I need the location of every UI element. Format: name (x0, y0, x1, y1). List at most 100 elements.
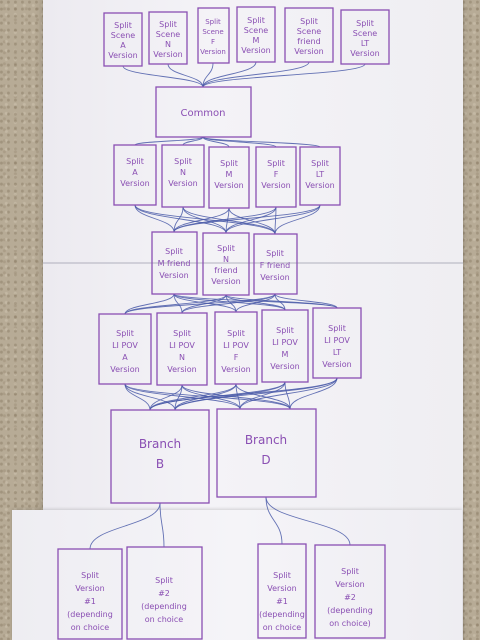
node-box (284, 7, 334, 63)
node-label-line: Version (267, 584, 296, 593)
node-box (312, 307, 362, 379)
node-box (257, 543, 307, 639)
connector-line (134, 204, 227, 234)
connector-line (265, 496, 351, 546)
connector-line (124, 383, 176, 411)
node-label-line: Version (75, 584, 104, 593)
node-label-line: Split (116, 329, 134, 338)
connector-line (202, 61, 257, 88)
node-label-line: on choice (71, 623, 109, 632)
node-label-line: #2 (344, 593, 356, 602)
node-box (113, 144, 157, 206)
node-label-line: F (211, 38, 215, 46)
node-label-line: Version (168, 179, 197, 188)
connector-line (122, 65, 204, 88)
node-label-line: Split (273, 571, 291, 580)
node-label-line: M (253, 36, 260, 45)
node-label-line: Split (341, 567, 359, 576)
connector-line (173, 204, 321, 233)
node-label-line: #2 (158, 589, 170, 598)
node-label-line: Split (220, 159, 238, 168)
node-label-line: Split (276, 326, 294, 335)
node-box (151, 231, 198, 295)
node-box (253, 233, 298, 295)
node-label-line: (depending (67, 610, 113, 619)
node-label-line: LI POV (169, 341, 195, 350)
node-label-line: D (261, 453, 270, 467)
node-label-line: Split (165, 247, 183, 256)
node-box (214, 311, 258, 385)
node-label-line: Scene (244, 26, 268, 35)
node-box (236, 6, 276, 63)
connector-line (235, 383, 241, 410)
node-label-line: #1 (84, 597, 96, 606)
connector-line (89, 502, 161, 550)
connector-line (274, 293, 286, 311)
node-label-line: N (165, 40, 171, 49)
node-box (155, 86, 252, 138)
node-box (255, 146, 297, 208)
connector-line (265, 496, 283, 545)
node-box (314, 544, 386, 639)
node-label-line: (depending (259, 610, 305, 619)
connector-line (225, 294, 338, 309)
node-box (202, 232, 250, 296)
connector-line (284, 381, 291, 410)
node-label-line: LT (316, 170, 324, 179)
node-label-line: Split (227, 329, 245, 338)
paper-fold-line (43, 262, 463, 264)
node-label-line: Version (200, 48, 226, 56)
node-box (57, 548, 123, 640)
node-box (299, 146, 341, 206)
connector-line (174, 377, 338, 411)
node-label-line: Version (335, 580, 364, 589)
node-label: Common (180, 108, 225, 119)
node-label-line: Scene (156, 30, 180, 39)
node-label-line: LT (361, 39, 369, 48)
node-label-line: Scene (111, 31, 135, 40)
node-label-line: Split (300, 17, 318, 26)
node-label-line: A (122, 353, 128, 362)
node-label-line: Scene (297, 27, 321, 36)
node-label-line: friend (214, 266, 237, 275)
connector-line (202, 63, 366, 88)
connector-line (173, 293, 183, 314)
node-label-line: Version (322, 360, 351, 369)
node-label-line: LI POV (112, 341, 138, 350)
node-label-line: (depending (327, 606, 373, 615)
node-label-line: Version (260, 273, 289, 282)
connector-line (174, 384, 183, 411)
node-label-line: LI POV (223, 341, 249, 350)
connector-lines (89, 61, 366, 550)
node-label-line: Split (155, 576, 173, 585)
connector-line (228, 207, 276, 235)
connector-line (274, 204, 321, 235)
